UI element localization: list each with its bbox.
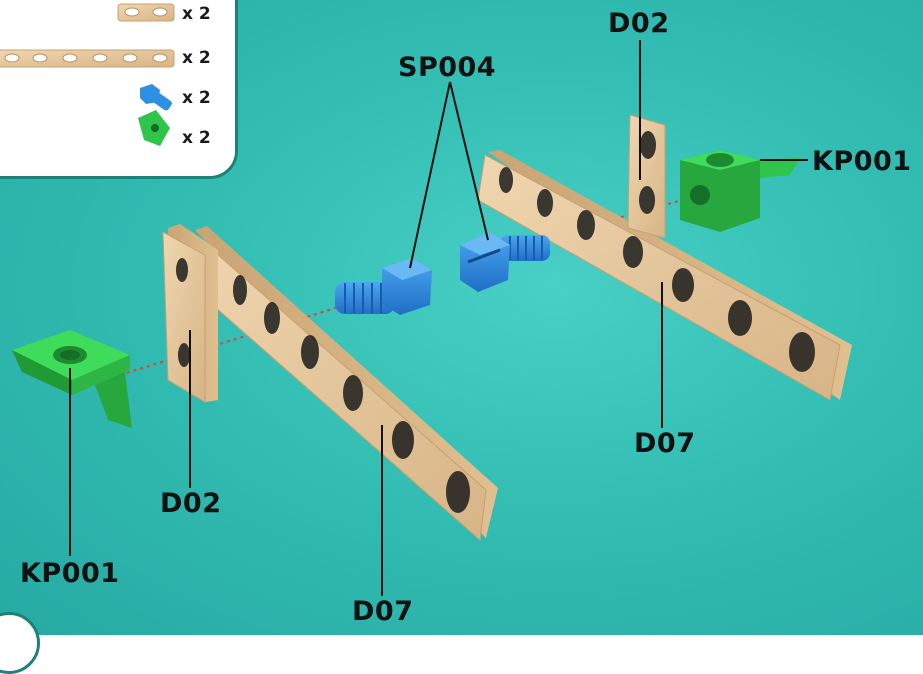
blue-screw-icon: [140, 84, 172, 111]
parts-list-icons: [0, 3, 175, 146]
quantity-screw: x 2: [182, 88, 211, 108]
quantity-short-strip: x 2: [182, 4, 211, 24]
green-bracket-icon: [138, 110, 170, 146]
callout-lines: [69, 40, 808, 596]
long-wooden-strip-icon: [0, 49, 175, 68]
assembly-illustration: [12, 40, 852, 596]
parts-list-panel: [0, 0, 238, 179]
label-kp001-right: KP001: [812, 146, 912, 177]
green-bracket-kp001-right: [680, 150, 800, 232]
green-bracket-kp001-left: [12, 330, 132, 428]
label-sp004: SP004: [398, 52, 497, 83]
label-kp001-left: KP001: [20, 558, 120, 589]
label-d07-right: D07: [634, 428, 696, 459]
quantity-bracket: x 2: [182, 128, 211, 148]
label-d07-bottom: D07: [352, 596, 414, 627]
blue-screw-left: [335, 258, 432, 315]
short-wooden-strip-icon: [117, 3, 175, 22]
wood-strip-d07-right: [477, 150, 852, 401]
wood-strip-d02-right: [627, 114, 666, 239]
wood-strip-d07-left: [189, 226, 498, 542]
wood-strip-d02-left: [162, 224, 218, 403]
label-d02-left: D02: [160, 488, 222, 519]
quantity-long-strip: x 2: [182, 48, 211, 68]
blue-screw-right: [460, 232, 550, 292]
label-d02-top: D02: [608, 8, 670, 39]
